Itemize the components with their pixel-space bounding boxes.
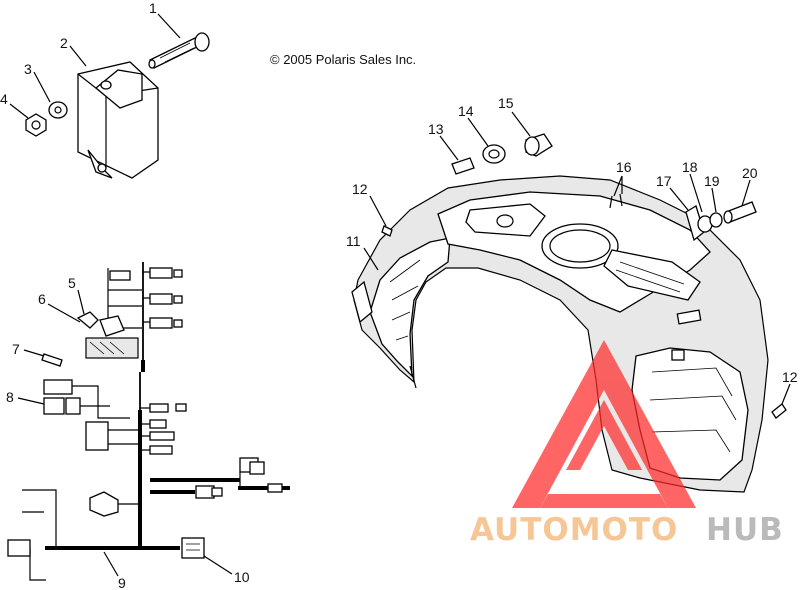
callout-4: 4 — [0, 91, 8, 107]
callout-13: 13 — [428, 121, 444, 137]
callout-16: 16 — [616, 159, 632, 175]
washer-part — [48, 101, 68, 119]
callout-14: 14 — [458, 103, 474, 119]
callout-6: 6 — [38, 291, 46, 307]
callout-3: 3 — [24, 61, 32, 77]
bolt-part — [148, 32, 210, 69]
leader-lines — [9, 13, 791, 577]
screw-part-right — [771, 403, 787, 419]
switch-ring-part — [482, 144, 506, 164]
module-assembly — [25, 32, 210, 179]
callout-12-right: 12 — [782, 369, 798, 385]
control-box-part — [181, 537, 205, 559]
callout-10: 10 — [234, 569, 250, 585]
callout-20: 20 — [742, 165, 758, 181]
callout-15: 15 — [498, 95, 514, 111]
callout-11: 11 — [346, 233, 361, 249]
relay-cluster — [43, 379, 130, 419]
callout-5: 5 — [68, 275, 76, 291]
callout-2: 2 — [60, 35, 68, 51]
callout-12-left: 12 — [352, 181, 368, 197]
callout-1: 1 — [149, 0, 157, 16]
switch-hardware — [381, 133, 787, 419]
callout-9: 9 — [118, 575, 126, 590]
wiring-harness — [7, 262, 290, 581]
pin-part — [41, 353, 63, 367]
callout-18: 18 — [682, 159, 698, 175]
module-box-part — [77, 61, 159, 179]
connector-cluster-top — [109, 267, 183, 329]
harness-clip-part — [76, 311, 125, 337]
callout-17: 17 — [656, 173, 672, 189]
connector-cluster-mid — [85, 403, 187, 455]
screw-pair-part — [609, 193, 623, 209]
switch-cap-part — [451, 157, 475, 175]
watermark-logo — [512, 340, 696, 508]
callout-8: 8 — [6, 389, 14, 405]
watermark-text-1: AUTOMOTO — [470, 512, 678, 548]
front-panel-shell — [351, 175, 769, 493]
callout-19: 19 — [704, 173, 720, 189]
connector-lower-left — [7, 489, 140, 581]
callout-7: 7 — [12, 341, 20, 357]
ring-part — [709, 212, 723, 228]
connector-branch-right — [195, 457, 283, 499]
nut-part — [25, 113, 47, 137]
screw-part-left — [381, 225, 393, 237]
watermark-triangle-mark — [512, 340, 696, 508]
copyright-text: © 2005 Polaris Sales Inc. — [270, 52, 416, 67]
watermark-text-2: HUB — [706, 512, 784, 548]
